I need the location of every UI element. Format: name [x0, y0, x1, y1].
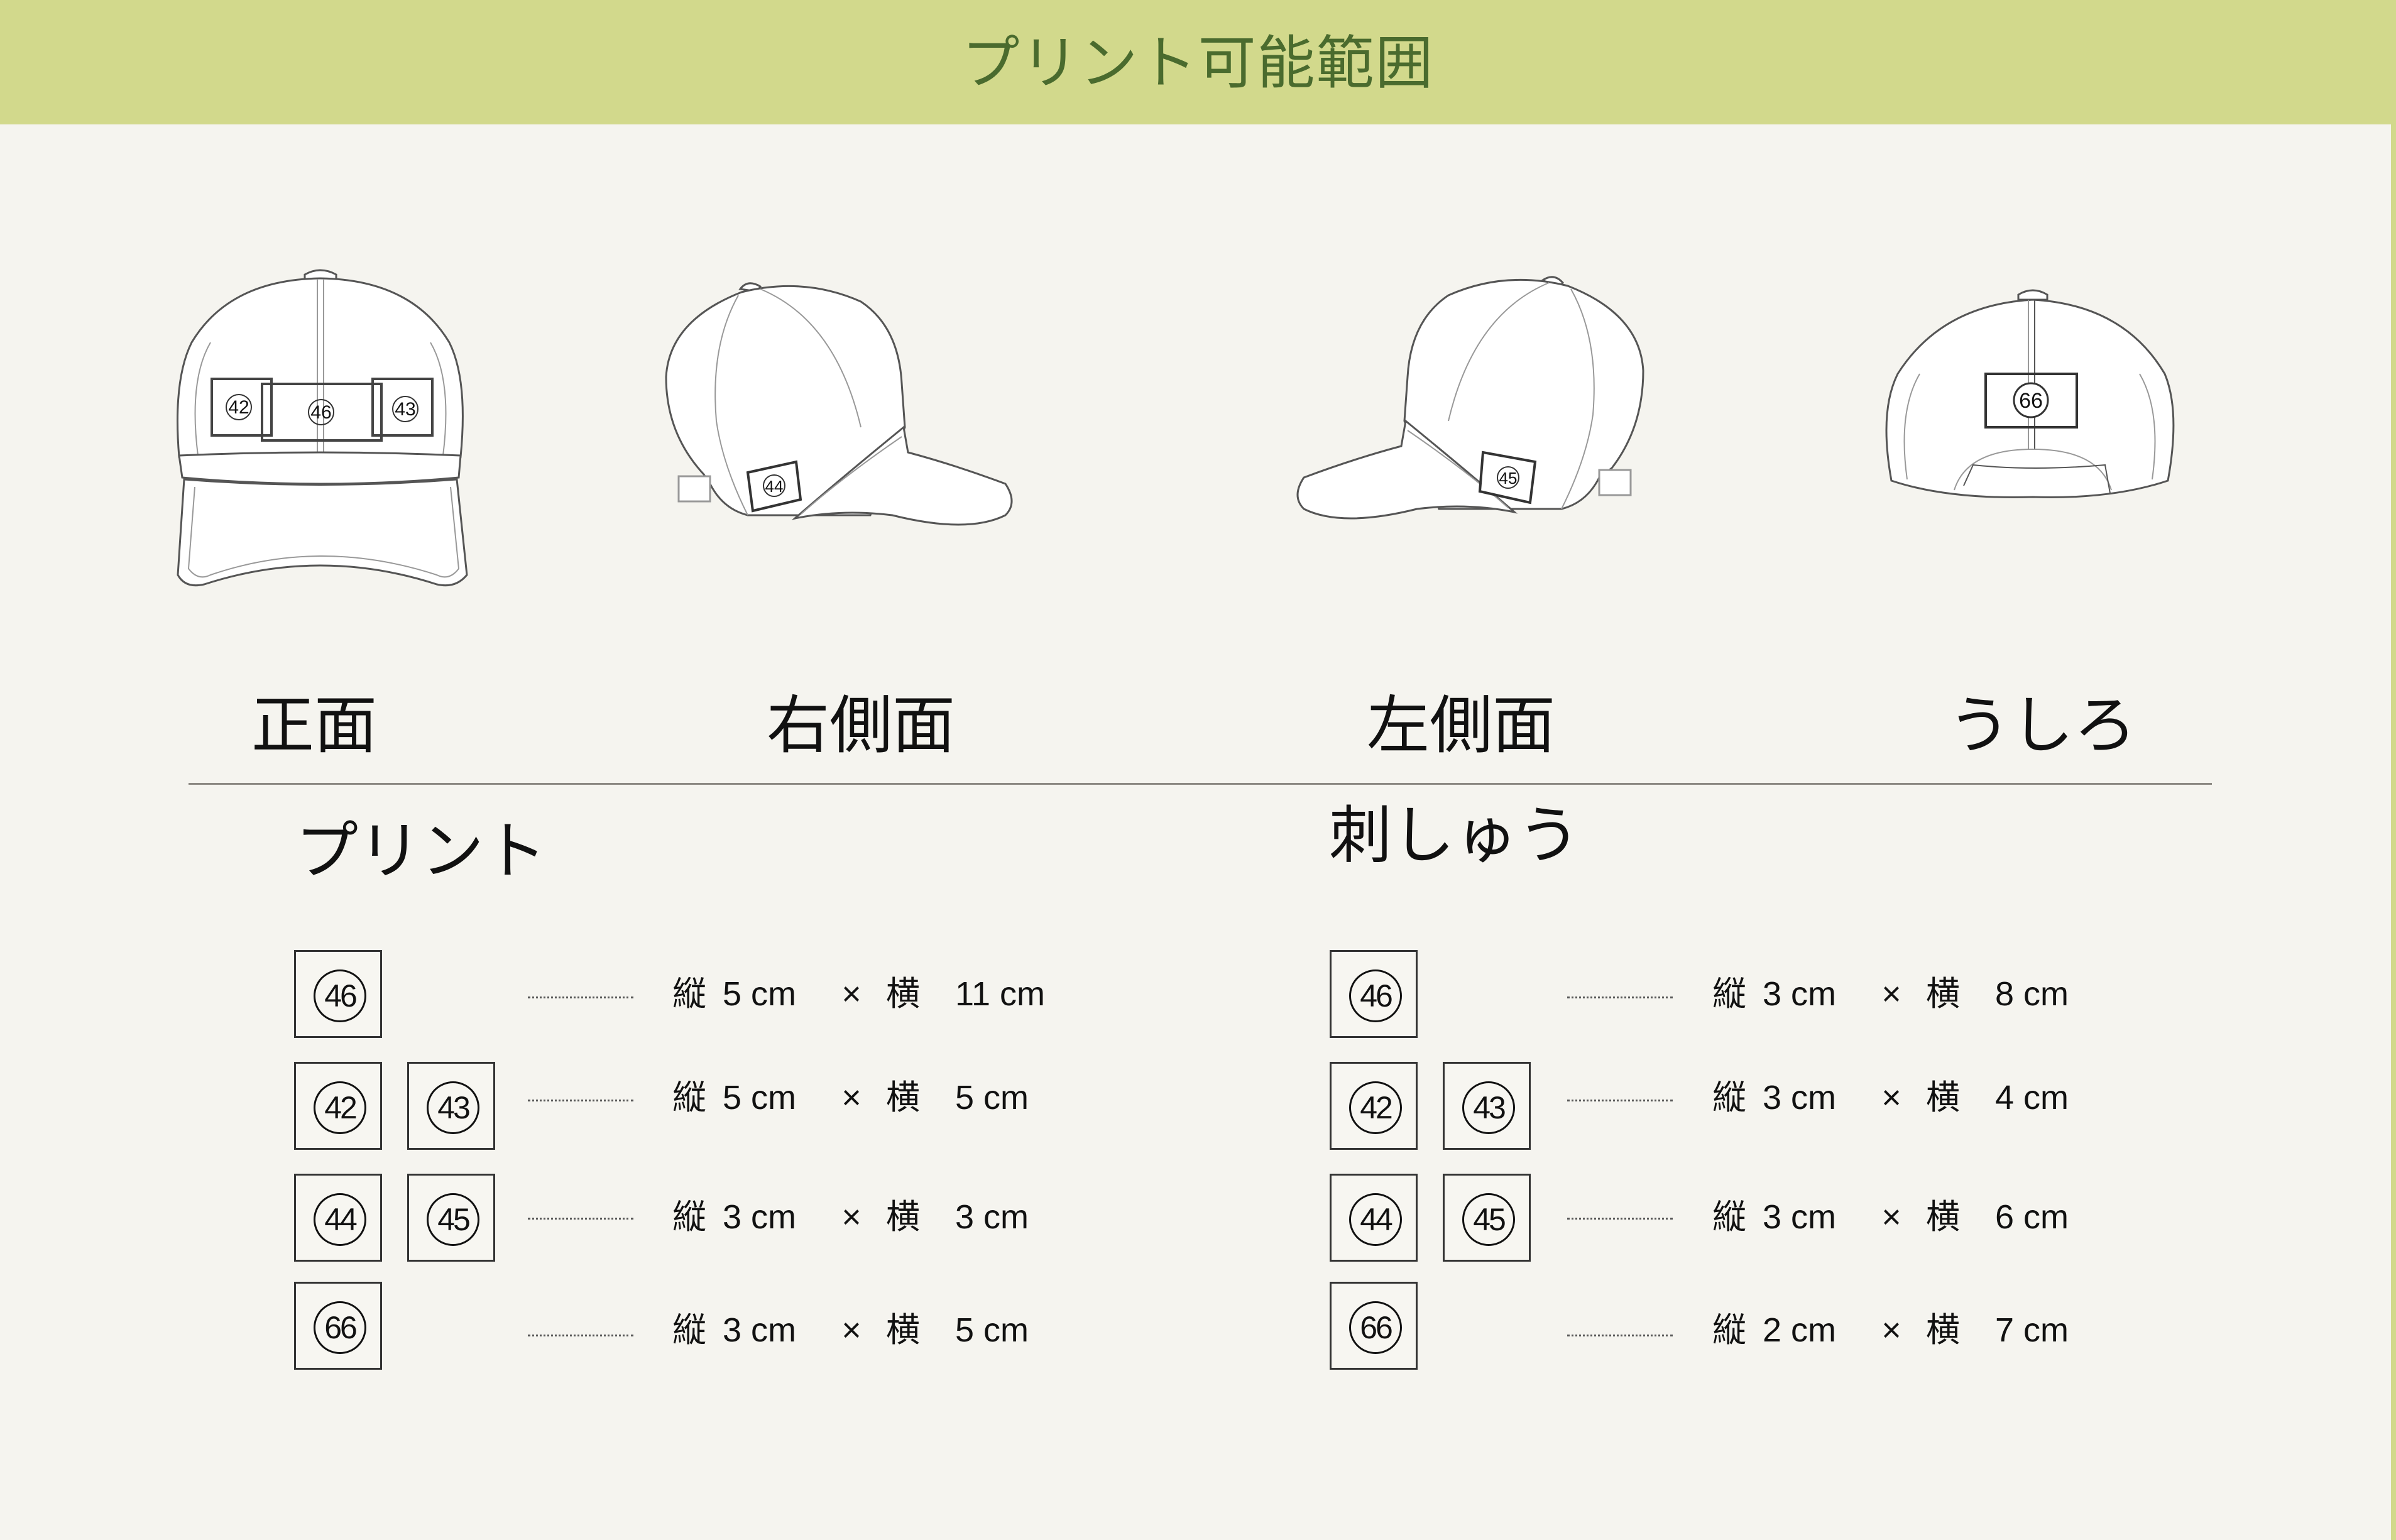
position-badge: 66 [294, 1282, 382, 1370]
position-badge: 42 [294, 1062, 382, 1150]
cap-right-side-illustration: 44 [654, 276, 1056, 528]
leader-dots [528, 1218, 633, 1220]
cap-left-side-icon: 45 [1296, 276, 1644, 520]
position-badge: 46 [1330, 950, 1418, 1038]
cap-right-side-icon: 44 [665, 282, 1013, 526]
cap-left-side-illustration: 45 [1254, 270, 1656, 522]
position-badge: 45 [407, 1174, 495, 1262]
header-bar: プリント可能範囲 [0, 0, 2396, 124]
cap-back-illustration: 66 [1873, 286, 2187, 500]
position-badge: 44 [294, 1174, 382, 1262]
svg-text:42: 42 [228, 397, 249, 418]
svg-text:66: 66 [2019, 389, 2043, 413]
view-label-back: うしろ [1948, 689, 2136, 762]
position-badge: 42 [1330, 1062, 1418, 1150]
right-edge-strip [2391, 124, 2396, 1540]
view-label-right-side: 右側面 [767, 689, 955, 762]
leader-dots [528, 997, 633, 998]
view-label-front: 正面 [251, 689, 377, 762]
embroidery-section-title: 刺しゅう [1329, 799, 1580, 872]
leader-dots [1567, 1335, 1673, 1336]
leader-dots [528, 1100, 633, 1101]
position-badge: 43 [1443, 1062, 1531, 1150]
leader-dots [1567, 1218, 1673, 1220]
position-badge: 43 [407, 1062, 495, 1150]
svg-text:44: 44 [765, 477, 784, 496]
section-divider [189, 783, 2212, 785]
position-badge: 46 [294, 950, 382, 1038]
position-badge: 44 [1330, 1174, 1418, 1262]
view-label-left-side: 左側面 [1367, 689, 1555, 762]
position-badge: 45 [1443, 1174, 1531, 1262]
svg-text:46: 46 [310, 402, 331, 423]
svg-text:43: 43 [395, 399, 415, 420]
cap-front-illustration: 42 46 43 [160, 267, 487, 594]
print-section-title: プリント [295, 814, 547, 888]
leader-dots [1567, 1100, 1673, 1101]
position-badge: 66 [1330, 1282, 1418, 1370]
svg-text:45: 45 [1499, 469, 1518, 488]
leader-dots [1567, 997, 1673, 998]
leader-dots [528, 1335, 633, 1336]
cap-front-icon: 42 46 43 [177, 269, 468, 587]
cap-back-icon: 66 [1885, 289, 2175, 498]
page-title: プリント可能範囲 [961, 30, 1435, 97]
